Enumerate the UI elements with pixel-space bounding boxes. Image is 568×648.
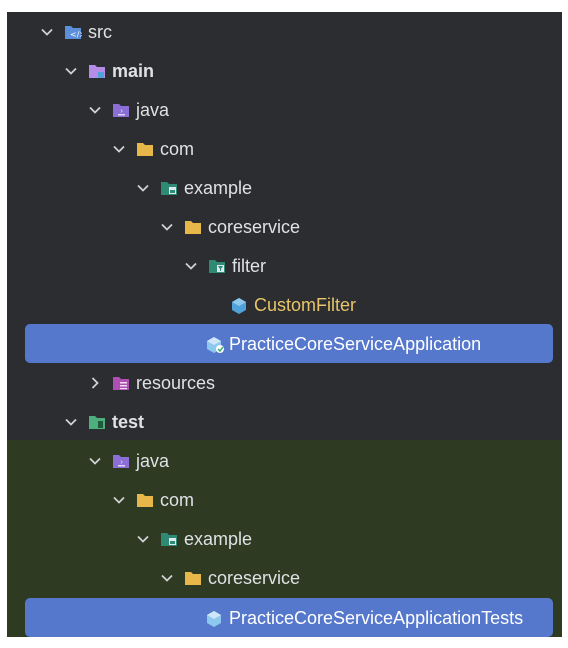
- java-source-root-icon: [112, 453, 130, 469]
- tree-item-label: main: [112, 60, 155, 81]
- tree-item-example-test[interactable]: example: [7, 519, 562, 558]
- chevron-down-icon[interactable]: [88, 454, 102, 468]
- tree-item-java-test[interactable]: java: [7, 441, 562, 480]
- source-folder-icon: </>: [64, 24, 82, 40]
- tree-item-label: resources: [136, 372, 216, 393]
- tree-item-practice-application[interactable]: PracticeCoreServiceApplication: [25, 324, 553, 363]
- tree-item-resources[interactable]: resources: [7, 363, 562, 402]
- package-icon: [208, 258, 226, 274]
- tree-item-java-main[interactable]: java: [7, 90, 562, 129]
- tree-item-label: java: [136, 99, 170, 120]
- class-icon: [230, 297, 248, 314]
- chevron-down-icon[interactable]: [136, 181, 150, 195]
- chevron-down-icon[interactable]: [88, 103, 102, 117]
- tree-item-example-main[interactable]: example: [7, 168, 562, 207]
- tree-item-label: PracticeCoreServiceApplication: [229, 333, 482, 354]
- chevron-right-icon[interactable]: [88, 376, 102, 390]
- resources-root-icon: [112, 375, 130, 391]
- tree-item-main[interactable]: main: [7, 51, 562, 90]
- tree-item-label: test: [112, 411, 145, 432]
- tree-item-filter[interactable]: filter: [7, 246, 562, 285]
- tree-item-coreservice-main[interactable]: coreservice: [7, 207, 562, 246]
- test-class-icon: [205, 610, 223, 627]
- tree-item-label: coreservice: [208, 216, 301, 237]
- tree-item-coreservice-test[interactable]: coreservice: [7, 558, 562, 597]
- tree-item-practice-application-tests[interactable]: PracticeCoreServiceApplicationTests: [25, 598, 553, 637]
- folder-icon: [136, 492, 154, 508]
- chevron-down-icon[interactable]: [136, 532, 150, 546]
- spring-application-icon: [205, 336, 224, 353]
- svg-text:</>: </>: [70, 30, 82, 39]
- tree-item-label: com: [160, 138, 195, 159]
- chevron-down-icon[interactable]: [40, 25, 54, 39]
- tree-item-com-test[interactable]: com: [7, 480, 562, 519]
- tree-item-label: CustomFilter: [254, 294, 357, 315]
- java-source-root-icon: [112, 102, 130, 118]
- chevron-down-icon[interactable]: [64, 64, 78, 78]
- module-folder-icon: [88, 63, 106, 79]
- tree-item-com-main[interactable]: com: [7, 129, 562, 168]
- tree-item-label: example: [184, 177, 253, 198]
- folder-icon: [184, 570, 202, 586]
- tree-item-label: src: [88, 21, 112, 42]
- tree-item-label: java: [136, 450, 170, 471]
- folder-icon: [136, 141, 154, 157]
- tree-item-label: filter: [232, 255, 267, 276]
- chevron-down-icon[interactable]: [112, 493, 126, 507]
- chevron-down-icon[interactable]: [112, 142, 126, 156]
- tree-item-label: example: [184, 528, 253, 549]
- test-root-icon: [88, 414, 106, 430]
- chevron-down-icon[interactable]: [160, 220, 174, 234]
- project-tree-panel: </> src main java com example coreservic…: [7, 12, 562, 637]
- tree-item-test[interactable]: test: [7, 402, 562, 441]
- package-icon: [160, 180, 178, 196]
- tree-item-label: PracticeCoreServiceApplicationTests: [229, 607, 524, 628]
- tree-item-label: com: [160, 489, 195, 510]
- package-icon: [160, 531, 178, 547]
- tree-item-custom-filter[interactable]: CustomFilter: [7, 285, 562, 324]
- chevron-down-icon[interactable]: [64, 415, 78, 429]
- chevron-down-icon[interactable]: [184, 259, 198, 273]
- chevron-down-icon[interactable]: [160, 571, 174, 585]
- tree-item-label: coreservice: [208, 567, 301, 588]
- folder-icon: [184, 219, 202, 235]
- tree-item-src[interactable]: </> src: [7, 12, 562, 51]
